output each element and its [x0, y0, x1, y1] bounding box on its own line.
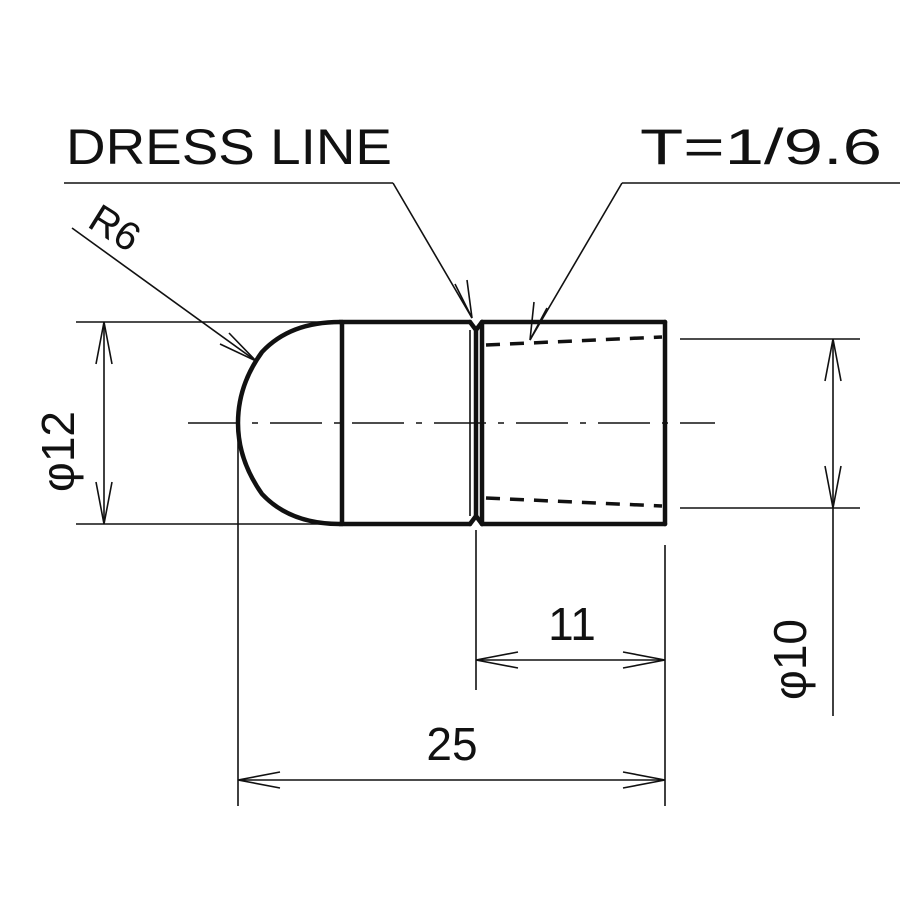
dia-small-arrow-bottom: [824, 465, 842, 509]
dress-line-leader: [392, 182, 473, 319]
radius-leader: [71, 227, 257, 362]
len-total-arrow-right: [622, 771, 666, 789]
part-outline: [188, 319, 715, 527]
taper-hidden-bottom: [485, 496, 663, 508]
taper-leader: [529, 182, 623, 341]
dia-small-label: φ10: [764, 619, 816, 700]
dimensions: [76, 321, 860, 806]
labels: DRESS LINE T=1/9.6 R6 φ12 φ10 11 25: [32, 119, 882, 770]
taper-hidden-top: [485, 335, 663, 347]
len-short-label: 11: [548, 598, 596, 650]
dia-large-arrow-bottom: [95, 481, 113, 525]
len-short-arrow-left: [475, 651, 519, 669]
taper-label: T=1/9.6: [640, 119, 882, 175]
dress-line-arrowhead: [454, 279, 473, 319]
len-short-arrow-right: [622, 651, 666, 669]
radius-label: R6: [81, 196, 148, 260]
len-total-label: 25: [426, 718, 477, 770]
dia-small-arrow-top: [824, 338, 842, 382]
len-total-arrow-left: [237, 771, 281, 789]
dress-line-label: DRESS LINE: [66, 119, 392, 175]
dia-large-label: φ12: [32, 411, 84, 492]
leaders: [64, 182, 900, 362]
radius-arrowhead: [219, 332, 257, 362]
dia-large-arrow-top: [95, 321, 113, 365]
taper-arrowhead: [529, 301, 548, 341]
